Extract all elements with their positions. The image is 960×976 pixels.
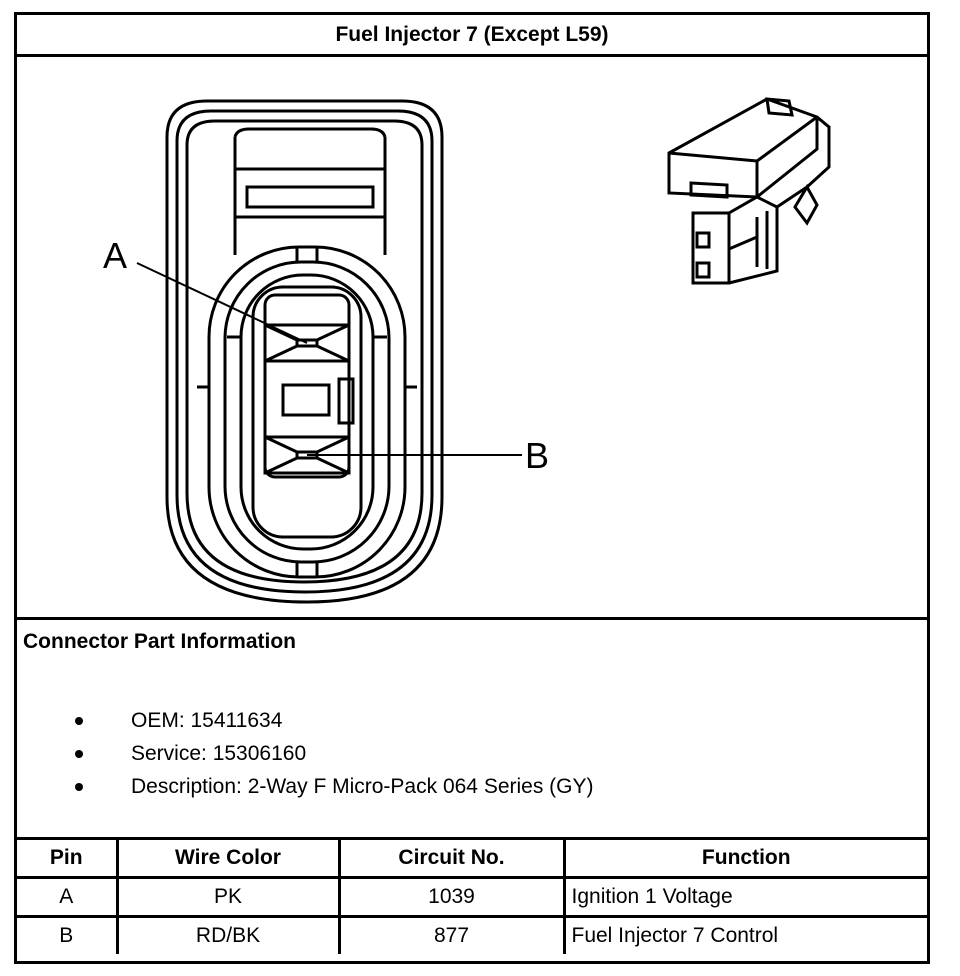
function-cell: Ignition 1 Voltage [562,876,927,918]
header-wire-color: Wire Color [115,837,341,879]
pin-table: Pin Wire Color Circuit No. Function A PK… [17,837,927,954]
connector-description: Description: 2-Way F Micro-Pack 064 Seri… [131,774,594,798]
part-info-list: OEM: 15411634 Service: 15306160 Descript… [67,704,594,803]
page-title: Fuel Injector 7 (Except L59) [17,15,927,57]
connector-face-drawing [136,97,831,604]
service-part-number: Service: 15306160 [131,741,307,765]
list-item: Service: 15306160 [67,737,594,770]
header-pin: Pin [17,837,119,879]
list-item: Description: 2-Way F Micro-Pack 064 Seri… [67,770,594,803]
table-header-row: Pin Wire Color Circuit No. Function [17,837,927,879]
oem-part-number: OEM: 15411634 [131,708,283,732]
connector-part-information: Connector Part Information OEM: 15411634… [17,617,927,837]
part-info-heading: Connector Part Information [23,630,297,653]
circuit-no-cell: 877 [337,915,566,954]
pin-a-callout: A [103,235,128,276]
pin-cell: B [17,915,119,954]
bullet-icon [75,782,83,791]
bullet-icon [75,749,83,758]
table-row: B RD/BK 877 Fuel Injector 7 Control [17,915,927,954]
table-row: A PK 1039 Ignition 1 Voltage [17,876,927,918]
connector-isometric-view [667,97,831,285]
list-item: OEM: 15411634 [67,704,594,737]
pin-b-callout: B [525,435,550,476]
wire-color-cell: RD/BK [115,915,341,954]
wire-color-cell: PK [115,876,341,918]
bullet-icon [75,716,83,725]
connector-figure: A B [17,57,927,617]
header-circuit-no: Circuit No. [337,837,566,879]
pin-cell: A [17,876,119,918]
function-cell: Fuel Injector 7 Control [562,915,927,954]
header-function: Function [562,837,927,879]
pin-a-leader [136,262,308,344]
connector-sheet: Fuel Injector 7 (Except L59) [14,12,930,964]
circuit-no-cell: 1039 [337,876,566,918]
